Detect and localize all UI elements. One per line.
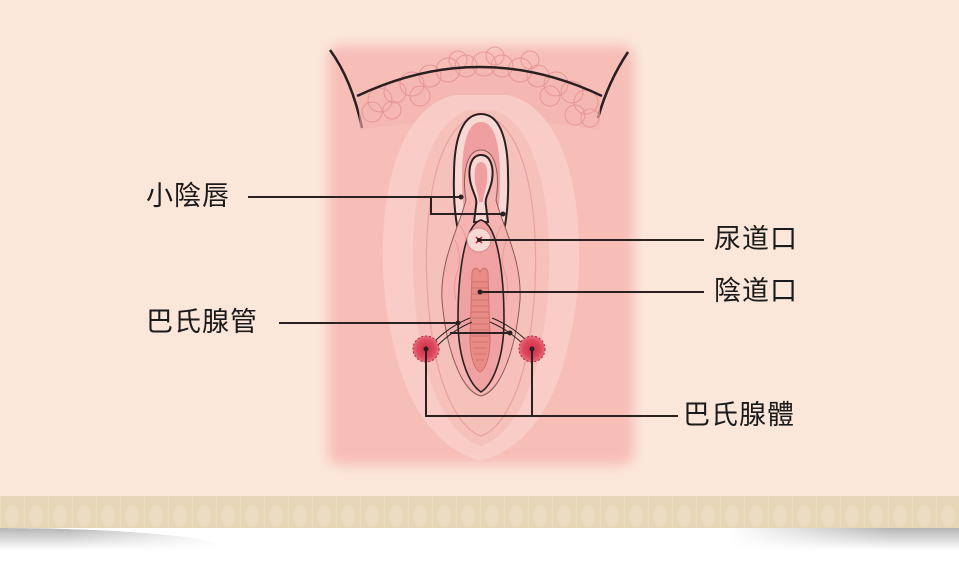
decorative-footer-band [0,496,959,528]
footer-shadow [0,528,959,562]
clitoris-glans-inner [474,162,488,202]
label-labia-minora: 小陰唇 [146,181,230,212]
labia-majora-edge [425,117,537,437]
leader-dots [423,194,535,352]
leader-lines [248,196,704,417]
label-bartholin-duct: 巴氏腺管 [146,307,258,338]
label-bartholin-gland: 巴氏腺體 [683,400,795,431]
vaginal-opening [469,267,491,373]
vulva-anatomy-illustration [248,45,704,465]
label-vaginal-opening: 陰道口 [714,276,798,307]
label-urethral-opening: 尿道口 [714,224,798,255]
mons-outline [356,65,603,98]
diagram-canvas: 小陰唇 尿道口 陰道口 巴氏腺管 巴氏腺體 [0,0,959,497]
